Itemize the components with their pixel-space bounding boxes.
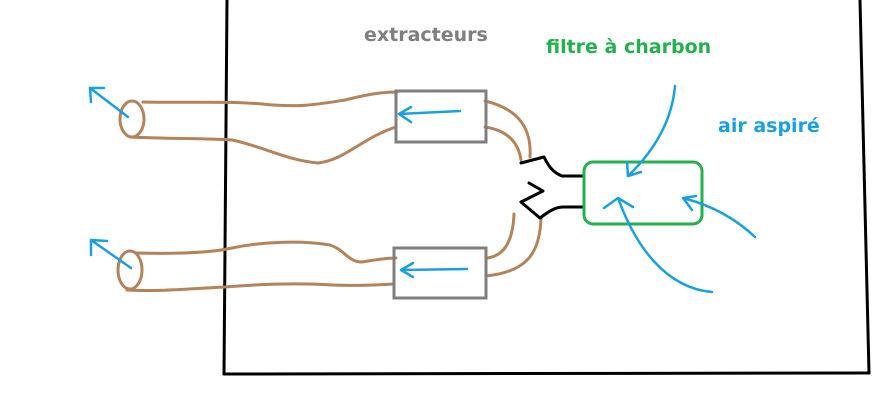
enclosure	[222, 0, 871, 376]
intake-air-label: air aspiré	[718, 115, 820, 137]
upper-extractor-flow-arrow	[397, 105, 462, 124]
y-connector-middle	[519, 181, 545, 204]
lower-exhaust-flow-arrow	[89, 238, 133, 270]
enclosure-left-wall	[222, 0, 229, 376]
upper-exhaust-duct-opening	[118, 99, 146, 139]
airflow-arrows	[88, 84, 757, 294]
carbon-filter-label: filtre à charbon	[546, 36, 712, 58]
y-connector-top	[519, 155, 584, 178]
lower-exhaust-duct-bottom	[125, 282, 396, 293]
intake-flow-arrow-bottom	[602, 196, 714, 294]
intake-flow-arrow-top	[625, 84, 677, 178]
lower-exhaust-duct-opening	[116, 249, 144, 291]
lower-extractor-to-y-duct-outer	[484, 216, 543, 278]
enclosure-right-wall	[858, 0, 871, 375]
carbon-filter-box	[582, 160, 704, 226]
upper-extractor-to-y-duct-inner	[483, 125, 523, 162]
upper-exhaust-duct-top	[141, 90, 399, 108]
upper-extractor-box	[394, 89, 488, 144]
upper-exhaust-duct-bottom	[128, 125, 398, 165]
y-connector-bottom	[519, 200, 586, 220]
extractors-label: extracteurs	[364, 24, 488, 46]
y-connector	[519, 155, 586, 220]
upper-exhaust-flow-arrow	[88, 86, 130, 119]
lower-extractor-box	[392, 246, 488, 300]
lower-extractor-to-y-duct-inner	[485, 212, 516, 260]
enclosure-bottom-wall	[222, 371, 871, 376]
intake-flow-arrow-right	[681, 194, 757, 239]
upper-extractor-to-y-duct-outer	[483, 99, 532, 159]
lower-extractor-flow-arrow	[399, 261, 469, 279]
lower-exhaust-duct-top	[134, 240, 398, 264]
ducts	[116, 90, 543, 293]
